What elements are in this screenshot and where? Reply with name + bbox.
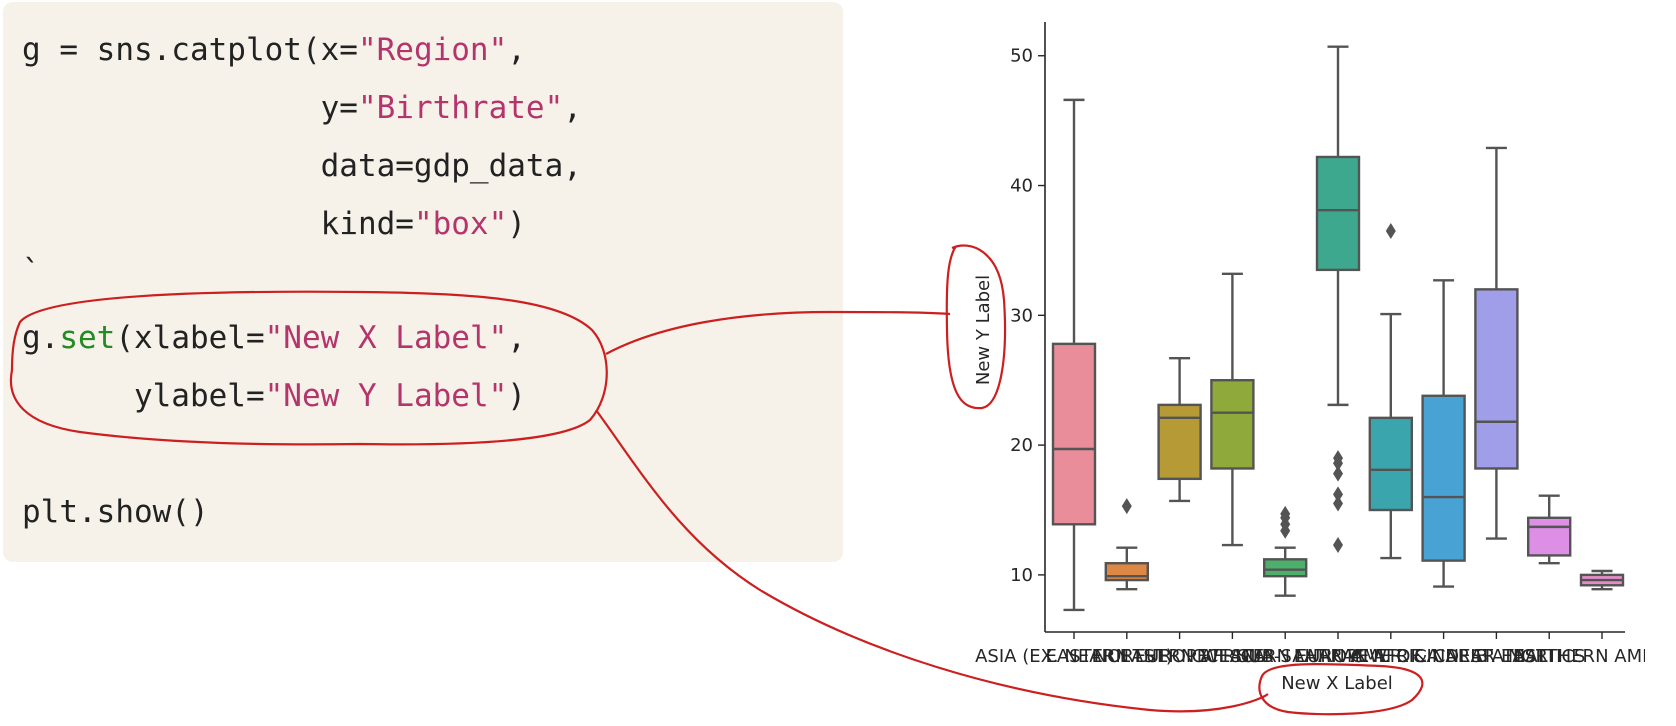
x-axis-title: New X Label <box>1281 673 1393 694</box>
box-3 <box>1210 272 1255 547</box>
code-token: , <box>563 90 582 126</box>
y-tick-label: 20 <box>1010 435 1033 456</box>
box-9 <box>1526 494 1572 565</box>
outlier-point <box>1121 498 1132 515</box>
code-token: ` <box>22 254 41 290</box>
box-series <box>1051 45 1625 612</box>
box-6 <box>1368 222 1414 560</box>
outlier-point <box>1333 465 1343 482</box>
code-token: y= <box>22 90 358 126</box>
y-tick-label: 50 <box>1010 46 1033 67</box>
y-tick-label: 40 <box>1010 176 1033 197</box>
outlier-point <box>1333 486 1343 503</box>
code-token: g = sns.catplot(x= <box>22 32 358 68</box>
box-7 <box>1421 279 1466 588</box>
code-token: , <box>507 32 526 68</box>
box-iqr <box>1104 562 1150 582</box>
code-string-token: "Region" <box>357 32 508 68</box>
box-1 <box>1104 498 1150 591</box>
x-tick-label: LATIN AMER. & CARIB <box>1294 646 1488 667</box>
x-tick-labels: ASIA (EX. NEAR EAST)EASTERN EUROPENORTHE… <box>975 646 1676 667</box>
x-tick-label: NEAR EAST <box>1446 646 1548 667</box>
x-tick-label: NORTHERN AMERICA <box>1508 646 1676 667</box>
y-axis-title: New Y Label <box>973 275 994 385</box>
box-0 <box>1051 98 1097 612</box>
box-10 <box>1579 569 1625 591</box>
box-5 <box>1315 45 1361 554</box>
outlier-point <box>1385 222 1396 239</box>
x-axis: ASIA (EX. NEAR EAST)EASTERN EUROPENORTHE… <box>975 631 1676 667</box>
code-line: y="Birthrate", <box>22 88 582 128</box>
code-string-token: "box" <box>413 206 508 242</box>
box-2 <box>1157 356 1202 503</box>
box-iqr <box>1210 379 1255 470</box>
box-8 <box>1474 146 1519 540</box>
outlier-point <box>1333 495 1343 512</box>
y-axis: 10 20 30 40 50 <box>1010 22 1046 632</box>
box-iqr <box>1262 558 1308 578</box>
code-line: plt.show() <box>22 492 209 532</box>
box-iqr <box>1474 288 1519 470</box>
code-token: plt.show() <box>22 494 209 530</box>
box-iqr <box>1421 394 1466 562</box>
x-tick-label: BALTICS <box>1513 646 1586 667</box>
x-tick-label: C.W. OF IND. STATES <box>1351 646 1537 667</box>
code-token: ) <box>507 206 526 242</box>
box-4 <box>1262 505 1308 597</box>
y-tick-label: 10 <box>1010 565 1033 586</box>
outlier-point <box>1333 537 1343 554</box>
outlier-point <box>1280 505 1291 522</box>
box-iqr <box>1157 403 1202 481</box>
outlier-point <box>1333 450 1343 467</box>
box-iqr <box>1315 155 1361 272</box>
code-token: data=gdp_data, <box>22 148 582 184</box>
code-line: kind="box") <box>22 204 526 244</box>
code-line: data=gdp_data, <box>22 146 582 186</box>
box-iqr <box>1051 342 1097 526</box>
code-line: g = sns.catplot(x="Region", <box>22 30 526 70</box>
box-iqr <box>1368 416 1414 512</box>
code-string-token: "Birthrate" <box>357 90 564 126</box>
code-token: kind= <box>22 206 414 242</box>
code-line: ` <box>22 252 41 292</box>
y-tick-label: 30 <box>1010 305 1033 326</box>
x-tick-label: SUB-SAHARAN AFRICA <box>1237 646 1440 667</box>
box-iqr <box>1526 516 1572 557</box>
